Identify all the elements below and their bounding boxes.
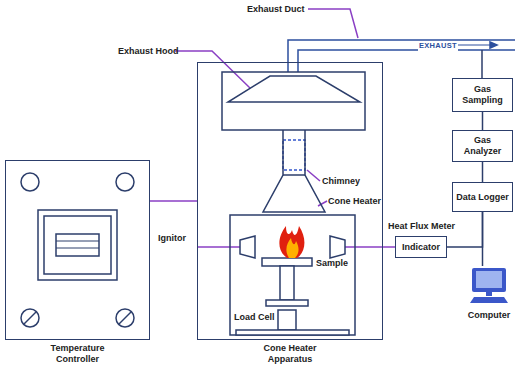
connector <box>482 112 484 130</box>
duct-label: Exhaust Duct <box>247 4 305 14</box>
indicator-box: Indicator <box>395 236 447 258</box>
process-box: Gas Sampling <box>452 78 513 112</box>
node-text: Indicator <box>400 242 442 253</box>
part-label: Load Cell <box>234 312 275 322</box>
part-label: Heat Flux Meter <box>388 221 455 231</box>
connector <box>150 200 197 202</box>
computer-icon: Computer <box>468 266 510 306</box>
part-label: Cone Heater <box>328 196 381 206</box>
node-text: Data Logger <box>454 192 511 203</box>
connector <box>383 246 395 248</box>
part-label: Ignitor <box>158 233 186 243</box>
node-text: Temperature Controller <box>43 343 113 365</box>
node-text: Cone Heater Apparatus <box>255 343 325 365</box>
process-box: Gas Analyzer <box>452 130 513 162</box>
node-text: Gas Analyzer <box>453 135 512 157</box>
node-text: Gas Sampling <box>453 84 512 106</box>
connector <box>482 212 484 266</box>
hood-label: Exhaust Hood <box>118 46 179 56</box>
flow-label: EXHAUST <box>418 41 458 51</box>
controller-box: Temperature Controller <box>5 160 150 340</box>
connector <box>482 162 484 182</box>
process-box: Data Logger <box>452 182 513 212</box>
node-text: Computer <box>459 310 515 321</box>
part-label: Sample <box>316 258 348 268</box>
part-label: Chimney <box>322 176 360 186</box>
